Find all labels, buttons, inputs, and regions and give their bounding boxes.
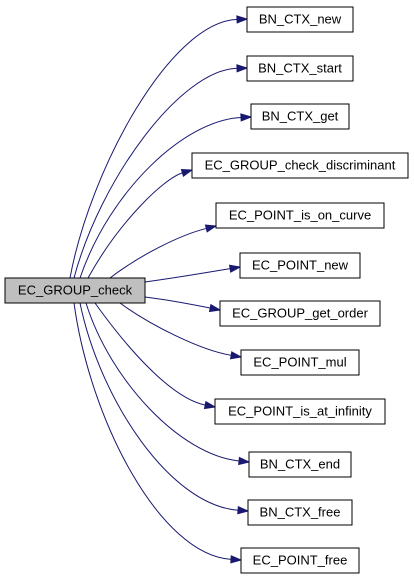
arrowhead-icon [204, 224, 218, 233]
node-label: EC_POINT_mul [253, 354, 346, 369]
node-ec-group-get-order[interactable]: EC_GROUP_get_order [219, 300, 381, 327]
node-label: BN_CTX_get [262, 108, 339, 123]
edge-to-ec-group-check-discriminant [87, 168, 194, 279]
edge-line [109, 227, 207, 279]
edge-to-ec-point-is-at-infinity [94, 302, 217, 410]
node-label: EC_POINT_free [253, 552, 348, 567]
edge-to-bn-ctx-start [73, 64, 249, 279]
edge-to-bn-ctx-free [79, 302, 250, 515]
arrowhead-icon [238, 456, 251, 466]
node-ec-point-mul[interactable]: EC_POINT_mul [240, 349, 360, 376]
node-label: BN_CTX_start [258, 60, 342, 75]
arrowhead-icon [236, 15, 249, 24]
node-bn-ctx-new[interactable]: BN_CTX_new [246, 6, 354, 33]
node-label: EC_POINT_new [252, 257, 349, 272]
node-ec-point-new[interactable]: EC_POINT_new [239, 252, 361, 279]
edge-line [144, 268, 231, 283]
edge-to-ec-point-is-on-curve [109, 224, 218, 279]
edge-to-ec-point-mul [119, 302, 243, 360]
node-ec-point-is-at-infinity[interactable]: EC_POINT_is_at_infinity [214, 398, 386, 425]
edge-line [119, 302, 232, 356]
edge-line [73, 302, 232, 560]
node-bn-ctx-free[interactable]: BN_CTX_free [247, 499, 353, 526]
node-label: BN_CTX_free [260, 504, 341, 519]
edge-to-ec-point-new [144, 264, 242, 283]
arrowhead-icon [229, 351, 243, 360]
edge-line [79, 302, 239, 511]
edge-line [79, 116, 242, 279]
arrowhead-icon [237, 506, 250, 515]
edge-to-ec-group-get-order [144, 296, 222, 313]
arrowhead-icon [228, 264, 242, 273]
node-label: BN_CTX_new [259, 11, 342, 26]
edge-line [85, 302, 240, 462]
node-label: EC_POINT_is_at_infinity [228, 403, 372, 418]
node-bn-ctx-start[interactable]: BN_CTX_start [246, 55, 354, 82]
node-ec-point-free[interactable]: EC_POINT_free [240, 547, 360, 574]
edge-line [94, 302, 206, 406]
node-label: EC_GROUP_get_order [232, 305, 369, 320]
edge-line [73, 67, 238, 279]
node-ec-group-check-discriminant[interactable]: EC_GROUP_check_discriminant [191, 152, 409, 179]
edge-to-ec-point-free [73, 302, 243, 564]
node-label: BN_CTX_end [260, 456, 340, 471]
edge-to-bn-ctx-get [79, 113, 253, 279]
edge-line [144, 296, 211, 309]
arrowhead-icon [230, 555, 243, 564]
node-ec-group-check[interactable]: EC_GROUP_check [4, 277, 146, 304]
arrowhead-icon [180, 168, 194, 178]
node-bn-ctx-get[interactable]: BN_CTX_get [250, 103, 350, 130]
node-label: EC_POINT_is_on_curve [229, 207, 371, 222]
node-label: EC_GROUP_check_discriminant [205, 157, 396, 172]
arrowhead-icon [203, 400, 217, 410]
call-edges [69, 15, 253, 564]
node-ec-point-is-on-curve[interactable]: EC_POINT_is_on_curve [215, 202, 385, 229]
arrowhead-icon [208, 303, 222, 313]
arrowhead-icon [236, 64, 249, 73]
edge-line [87, 172, 183, 279]
edge-line [69, 18, 238, 279]
edge-to-bn-ctx-new [69, 15, 249, 279]
node-bn-ctx-end[interactable]: BN_CTX_end [248, 451, 352, 478]
node-label: EC_GROUP_check [18, 282, 133, 297]
arrowhead-icon [240, 113, 253, 122]
edge-to-bn-ctx-end [85, 302, 251, 466]
